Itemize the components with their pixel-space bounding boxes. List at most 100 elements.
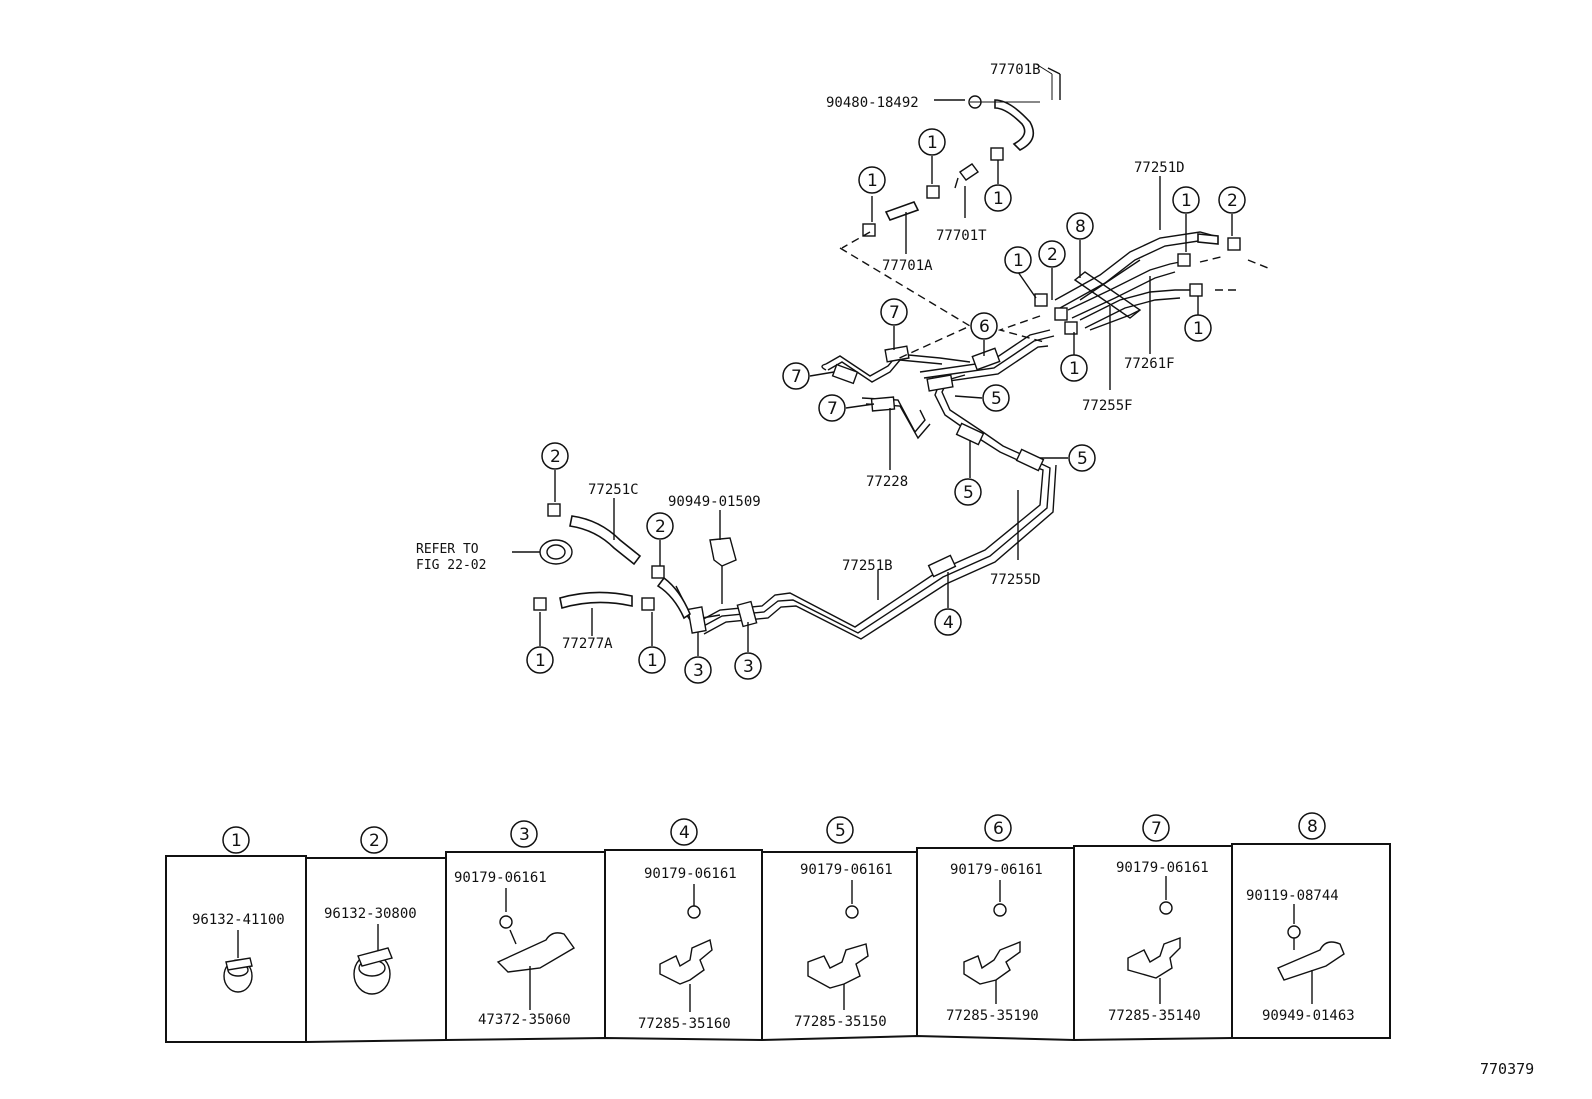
col6-top-part: 90179-06161: [950, 862, 1043, 878]
col3-bottom-part: 47372-35060: [478, 1012, 571, 1028]
callout-2: 2: [541, 442, 569, 470]
svg-text:8: 8: [1307, 817, 1318, 837]
svg-text:5: 5: [991, 389, 1002, 409]
table-callout-1: 1: [222, 826, 250, 854]
svg-text:2: 2: [1227, 191, 1238, 211]
label-77261F: 77261F: [1124, 356, 1175, 372]
svg-text:1: 1: [1193, 319, 1204, 339]
svg-text:2: 2: [655, 517, 666, 537]
callout-7: 7: [782, 362, 810, 390]
col2-top-part: 96132-30800: [324, 906, 417, 922]
col5-bottom-part: 77285-35150: [794, 1014, 887, 1030]
hose-clip-small-icon: [223, 930, 253, 993]
hose-clips: [533, 147, 1241, 611]
figure-id: 770379: [1480, 1060, 1534, 1078]
svg-text:3: 3: [519, 825, 530, 845]
svg-text:1: 1: [867, 171, 878, 191]
table-callout-5: 5: [826, 816, 854, 844]
svg-text:3: 3: [693, 661, 704, 681]
hose-clip-large-icon: [353, 924, 393, 995]
callout-2: 2: [1218, 186, 1246, 214]
bracket-77285-35150-icon: [807, 880, 869, 1010]
callout-1: 1: [638, 646, 666, 674]
label-77701B: 77701B: [990, 62, 1041, 78]
svg-text:1: 1: [647, 651, 658, 671]
label-77255D: 77255D: [990, 572, 1041, 588]
callout-1: 1: [1004, 246, 1032, 274]
label-77701A: 77701A: [882, 258, 933, 274]
callout-3: 3: [734, 652, 762, 680]
col7-top-part: 90179-06161: [1116, 860, 1209, 876]
label-90480-18492: 90480-18492: [826, 95, 919, 111]
label-refer-to: REFER TO: [416, 542, 479, 557]
callout-7: 7: [818, 394, 846, 422]
bracket-77285-35160-icon: [659, 884, 713, 1012]
leader-lines: [512, 63, 1233, 656]
svg-text:1: 1: [1181, 191, 1192, 211]
callout-8: 8: [1066, 212, 1094, 240]
callout-5: 5: [954, 478, 982, 506]
callout-1: 1: [918, 128, 946, 156]
label-77255F: 77255F: [1082, 398, 1133, 414]
svg-text:2: 2: [369, 831, 380, 851]
col8-top-part: 90119-08744: [1246, 888, 1339, 904]
table-callout-2: 2: [360, 826, 388, 854]
svg-text:6: 6: [979, 317, 990, 337]
pipe-assembly: [533, 95, 1269, 640]
callout-1: 1: [1172, 186, 1200, 214]
label-77251D: 77251D: [1134, 160, 1185, 176]
label-77277A: 77277A: [562, 636, 613, 652]
clamp-90949-01463-icon: [1277, 904, 1345, 1004]
label-77701T: 77701T: [936, 228, 987, 244]
callout-5: 5: [982, 384, 1010, 412]
svg-text:8: 8: [1075, 217, 1086, 237]
label-fig-22-02: FIG 22-02: [416, 558, 486, 573]
label-90949-01509: 90949-01509: [668, 494, 761, 510]
callout-1: 1: [858, 166, 886, 194]
svg-text:1: 1: [535, 651, 546, 671]
col5-top-part: 90179-06161: [800, 862, 893, 878]
svg-text:4: 4: [679, 823, 690, 843]
svg-text:2: 2: [1047, 245, 1058, 265]
diagram-callouts: 1 1 1 1 2 8 1 2 1 1 7 6 7 7 5 5 5 4 2 2 …: [526, 128, 1246, 684]
callout-1: 1: [1184, 314, 1212, 342]
clamp-47372-icon: [496, 888, 576, 1010]
svg-text:5: 5: [835, 821, 846, 841]
col4-bottom-part: 77285-35160: [638, 1016, 731, 1032]
svg-text:1: 1: [993, 189, 1004, 209]
table-callout-6: 6: [984, 814, 1012, 842]
svg-text:7: 7: [1151, 819, 1162, 839]
table-callout-4: 4: [670, 818, 698, 846]
col8-bottom-part: 90949-01463: [1262, 1008, 1355, 1024]
svg-text:1: 1: [927, 133, 938, 153]
callout-1: 1: [526, 646, 554, 674]
bracket-77285-35140-icon: [1127, 876, 1181, 1004]
callout-2: 2: [646, 512, 674, 540]
svg-text:7: 7: [827, 399, 838, 419]
col7-bottom-part: 77285-35140: [1108, 1008, 1201, 1024]
label-77251B: 77251B: [842, 558, 893, 574]
col1-top-part: 96132-41100: [192, 912, 285, 928]
svg-text:7: 7: [889, 303, 900, 323]
parts-table: 1 2 3 4 5 6 7 8 96132-41100 96132-30800 …: [165, 812, 1391, 1043]
callout-7: 7: [880, 298, 908, 326]
table-callout-3: 3: [510, 820, 538, 848]
label-77228: 77228: [866, 474, 908, 490]
col4-top-part: 90179-06161: [644, 866, 737, 882]
svg-text:3: 3: [743, 657, 754, 677]
callout-3: 3: [684, 656, 712, 684]
svg-text:2: 2: [550, 447, 561, 467]
svg-text:1: 1: [1013, 251, 1024, 271]
svg-text:6: 6: [993, 819, 1004, 839]
table-callout-7: 7: [1142, 814, 1170, 842]
svg-text:5: 5: [1077, 449, 1088, 469]
svg-text:1: 1: [1069, 359, 1080, 379]
callout-2: 2: [1038, 240, 1066, 268]
callout-6: 6: [970, 312, 998, 340]
col3-top-part: 90179-06161: [454, 870, 547, 886]
bracket-77285-35190-icon: [963, 880, 1021, 1004]
table-callout-8: 8: [1298, 812, 1326, 840]
svg-text:4: 4: [943, 613, 954, 633]
col6-bottom-part: 77285-35190: [946, 1008, 1039, 1024]
part-labels: 77701B 90480-18492 77701T 77701A 77251D …: [416, 62, 1185, 652]
